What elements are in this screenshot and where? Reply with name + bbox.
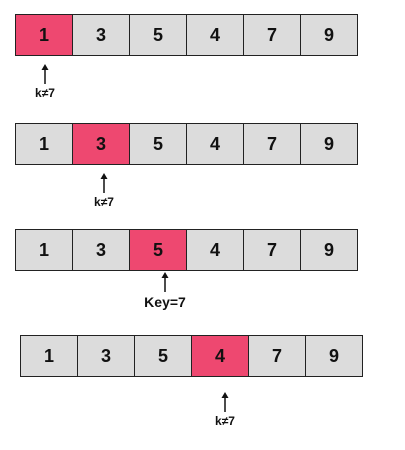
pointer-step-3: Key=7: [130, 272, 200, 310]
array-cell: 4: [186, 123, 244, 165]
array-cell: 9: [305, 335, 363, 377]
array-cell: 3: [72, 123, 130, 165]
array-cell: 5: [129, 123, 187, 165]
pointer-step-1: k≠7: [24, 64, 66, 100]
array-cell: 1: [15, 123, 73, 165]
pointer-label: k≠7: [94, 195, 114, 209]
up-arrow-icon: [41, 64, 49, 84]
array-cell: 9: [300, 123, 358, 165]
array-cell: 4: [186, 229, 244, 271]
array-cell: 5: [129, 229, 187, 271]
up-arrow-icon: [161, 272, 169, 292]
up-arrow-icon: [221, 392, 229, 412]
array-cell: 5: [134, 335, 192, 377]
array-cell: 3: [72, 14, 130, 56]
up-arrow-icon: [100, 173, 108, 193]
array-cell: 5: [129, 14, 187, 56]
array-row-step-2: 1 3 5 4 7 9: [15, 123, 358, 165]
array-cell: 7: [243, 14, 301, 56]
pointer-step-2: k≠7: [83, 173, 125, 209]
array-cell: 7: [243, 123, 301, 165]
pointer-label: Key=7: [144, 294, 186, 310]
pointer-step-4: k≠7: [204, 392, 246, 428]
pointer-label: k≠7: [215, 414, 235, 428]
array-cell: 3: [77, 335, 135, 377]
array-row-step-4: 1 3 5 4 7 9: [20, 335, 363, 377]
array-cell: 1: [20, 335, 78, 377]
array-cell: 1: [15, 229, 73, 271]
array-cell: 7: [243, 229, 301, 271]
array-cell: 3: [72, 229, 130, 271]
array-cell: 4: [191, 335, 249, 377]
pointer-label: k≠7: [35, 86, 55, 100]
array-row-step-1: 1 3 5 4 7 9: [15, 14, 358, 56]
array-cell: 7: [248, 335, 306, 377]
array-cell: 9: [300, 14, 358, 56]
array-cell: 4: [186, 14, 244, 56]
array-cell: 1: [15, 14, 73, 56]
array-cell: 9: [300, 229, 358, 271]
array-row-step-3: 1 3 5 4 7 9: [15, 229, 358, 271]
